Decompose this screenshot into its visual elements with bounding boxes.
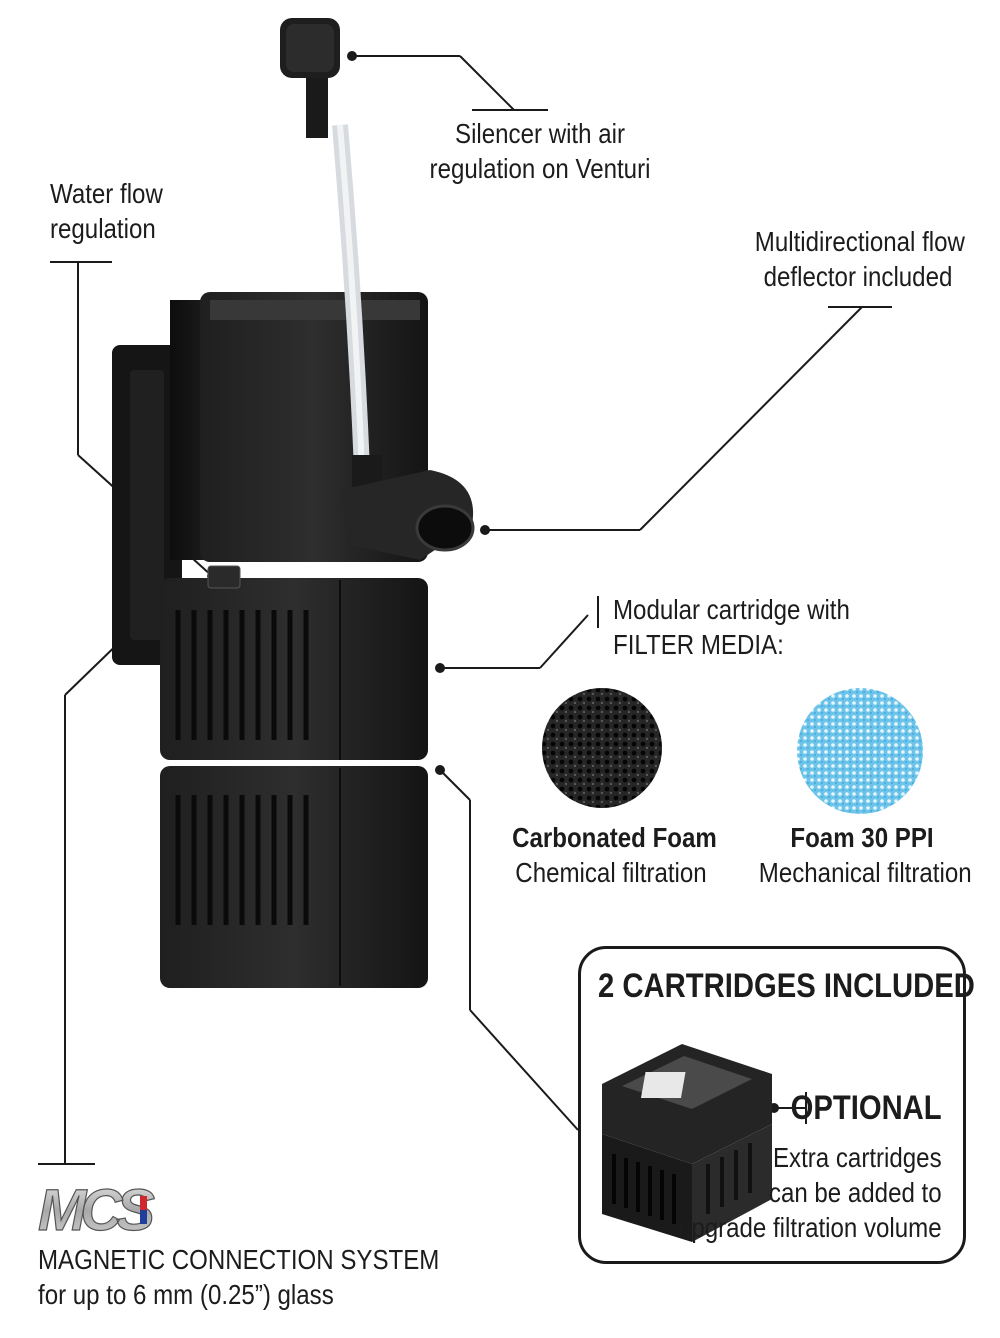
water-flow-label: Water flow regulation	[50, 178, 163, 244]
mcs-logo: MCS	[37, 1180, 161, 1238]
foam-30ppi-caption: Foam 30 PPI Mechanical filtration	[758, 822, 972, 888]
deflector-label: Multidirectional flow deflector included	[754, 226, 965, 292]
foam-30ppi-image	[797, 688, 923, 814]
mcs-logo-text: MCS	[38, 1180, 155, 1238]
mcs-description: MAGNETIC CONNECTION SYSTEM for up to 6 m…	[38, 1244, 440, 1310]
carbonated-foam-image	[542, 688, 662, 808]
internal-filter-illustration	[112, 18, 475, 988]
cartridges-included-box	[578, 946, 966, 1264]
cartridge-label: Modular cartridge with FILTER MEDIA:	[613, 594, 850, 660]
silencer-label: Silencer with air regulation on Venturi	[429, 118, 651, 184]
box-title: 2 CARTRIDGES INCLUDED	[598, 967, 975, 1005]
carbonated-foam-caption: Carbonated Foam Chemical filtration	[512, 822, 717, 888]
cartridge-image	[602, 1044, 772, 1242]
extra-cartridges-text: Extra cartridges can be added to upgrade…	[678, 1142, 942, 1243]
optional-label: OPTIONAL	[790, 1089, 942, 1127]
